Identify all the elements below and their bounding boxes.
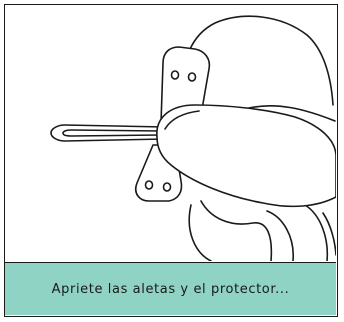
lower-finger-2 [200,200,273,261]
thumb [156,104,336,208]
lower-finger-4 [304,204,329,261]
caption-text: Apriete las aletas y el protector... [51,281,290,297]
fingers-squeezing-winged-needle-icon [50,15,336,261]
instruction-panel: Apriete las aletas y el protector... [4,4,338,317]
lower-wing-hole-right [162,182,172,192]
upper-wing-hole-left [170,70,180,80]
lower-finger-3 [266,210,294,261]
needle-inner-line [62,129,162,137]
lower-wing-hole-left [144,180,154,190]
thumbnail-edge [164,110,200,130]
upper-wing-hole-right [187,72,197,82]
instruction-illustration [5,5,336,263]
lower-finger-5 [322,212,336,256]
caption-bar: Apriete las aletas y el protector... [5,263,336,315]
lower-finger-1 [188,204,212,261]
upper-wing [160,46,211,124]
hand-lower-outline [244,104,336,122]
needle-protector [50,124,166,142]
